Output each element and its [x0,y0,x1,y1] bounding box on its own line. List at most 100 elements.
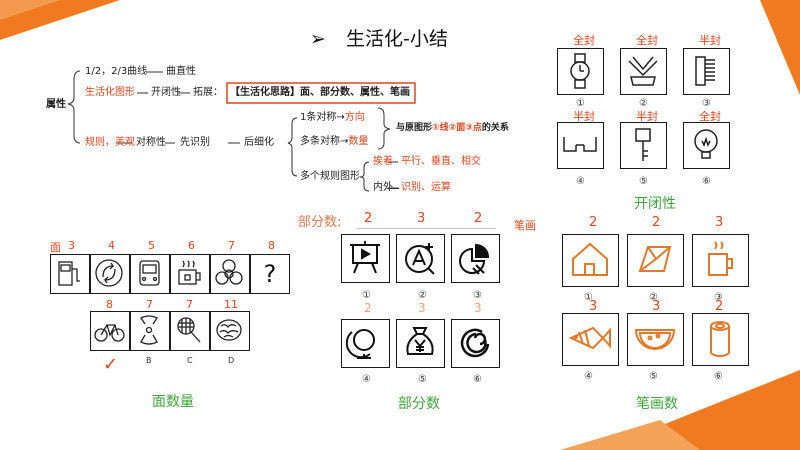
openness-number-3: ③ [702,98,711,109]
faces-count-5: 7 [228,239,235,252]
connector-line [387,188,399,189]
hot-mug-icon [692,234,749,287]
option-c-label: C [187,356,193,365]
option-d-label: D [228,356,235,365]
life-idea-box-text: 【生活化思路】面、部分数、属性、笔画 [230,87,410,98]
house-icon [562,234,619,287]
idea-box-frame [226,82,416,104]
option-b-label: B [146,356,152,365]
parts-count-5: 3 [418,301,426,315]
money-bag-icon [396,319,445,368]
regular-beauty-label: 规则，美观 [85,137,135,148]
openness-number-6: ⑥ [702,176,711,187]
option-a-bicycle-icon[interactable] [90,311,130,351]
option-c-count: 7 [186,298,193,311]
answer-checkmark-icon: ✓ [103,354,119,375]
strokes-count-5: 3 [652,299,661,314]
slide-title: ➢ 生活化-小结 [310,28,448,50]
coffee-cup-icon [170,254,210,294]
identify-first-label: 先识别 [180,137,210,148]
eraser-icon [627,234,684,287]
box-with-strap-icon [620,48,667,95]
strokes-number-6: ⑥ [714,371,723,382]
expansion-label: 拓展： [193,87,223,98]
openness-caption: 开闭性 [634,196,676,212]
recycle-icon [90,254,130,294]
fish-icon [562,313,619,366]
openness-label-1: 全封 [573,34,595,47]
spiral-ring-icon [451,319,500,368]
parts-header-underline [356,228,496,229]
bus-icon [130,254,170,294]
inner-outer-label: 内外 [373,182,393,193]
openness-number-1: ① [576,98,585,109]
faces-prefix: 面 [50,241,61,254]
parts-number-1: ① [362,290,371,301]
glasses-icon [557,122,604,169]
symmetry-label: 对称性 [136,137,166,148]
strokes-number-4: ④ [584,371,593,382]
question-mark-box: ? [250,254,290,294]
openness-label-4: 半封 [573,110,595,123]
grade-a-plus-icon [396,234,445,283]
parts-count-6: 3 [474,301,482,315]
openness-label-6: 全封 [699,110,721,123]
lightbulb-icon [683,122,730,169]
parts-header: 部分数: [298,215,342,230]
parts-count-1: 2 [364,211,373,226]
openness-label-2: 全封 [636,34,658,47]
multi-shape-label: 多个规则图形 [300,171,360,182]
bottom-right-light-shape [560,420,700,450]
strokes-count-1: 2 [589,215,598,230]
curvature-label: 曲直性 [166,66,196,77]
life-shape-label: 生活化图形 [85,87,135,98]
option-b-radiation-icon[interactable] [130,311,170,351]
strokes-number-3: ③ [714,292,723,303]
curve-ratio-label: 1/2，2/3曲线 [85,66,148,77]
faces-count-6: 8 [268,239,275,252]
relation-label: 与原图形①线②面③点的关系 [396,123,509,133]
pie-chart-icon [451,234,500,283]
strokes-count-3: 3 [715,215,724,230]
openness-number-4: ④ [576,176,585,187]
faces-caption: 面数量 [152,394,194,410]
strokes-number-1: ① [584,292,593,303]
option-a-count: 8 [106,298,113,311]
strokes-number-5: ⑤ [649,371,658,382]
multi-axis-label: 多条对称→数量 [300,136,369,147]
biohazard-icon [210,254,250,294]
option-c-racket-icon[interactable] [170,311,210,351]
cylinder-icon [692,313,749,366]
key-icon [620,122,667,169]
parts-caption: 部分数 [398,396,440,412]
parts-count-3: 2 [474,211,483,226]
comb-icon [683,48,730,95]
mindmap-root: 属性 [46,99,66,110]
parts-number-6: ⑥ [473,374,482,385]
strokes-caption: 笔画数 [636,396,678,412]
openness-label-5: 半封 [636,110,658,123]
one-axis-label: 1条对称→方向 [300,112,365,123]
option-d-brain-icon[interactable] [210,311,250,351]
strokes-header: 笔画 [514,219,536,232]
top-left-light-shape [0,0,60,20]
parts-count-4: 2 [364,301,372,315]
strokes-count-4: 3 [589,299,598,314]
adjacent-relations-label: 平行、垂直、相交 [401,156,481,167]
inner-outer-ops-label: 识别、运算 [401,182,451,193]
gas-pump-icon [50,254,90,294]
adjacent-label: 挨着 [373,156,393,167]
option-b-count: 7 [146,298,153,311]
strokes-count-2: 2 [652,215,661,230]
globe-icon [341,319,390,368]
faces-count-4: 6 [188,239,195,252]
openness-number-2: ② [639,98,648,109]
strokes-count-6: 2 [715,299,724,314]
faces-count-3: 5 [148,239,155,252]
openness-label-3: 半封 [699,34,721,47]
strokes-number-2: ② [649,292,658,303]
openness-label: 开闭性 [151,87,181,98]
parts-number-3: ③ [473,290,482,301]
option-d-count: 11 [224,298,238,311]
faces-count-2: 4 [108,239,115,252]
